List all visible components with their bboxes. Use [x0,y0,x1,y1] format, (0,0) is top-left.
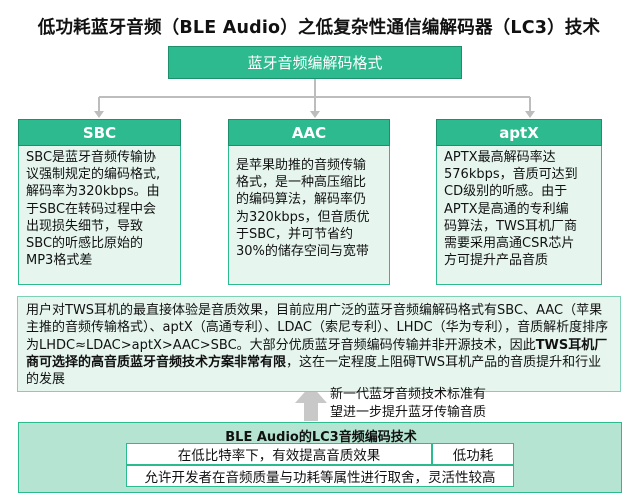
codec-header-aptx: aptX [436,119,602,146]
codec-header-sbc: SBC [18,119,181,146]
connector-arrow-aptx [525,111,535,118]
codec-desc-line: 码算法，TWS耳机厂商 [444,218,578,234]
codec-desc-line: SBC是蓝牙音频传输协 [26,150,157,165]
ble-feature-flexibility: 允许开发者在音频质量与功耗等属性进行取舍，灵活性较高 [126,465,514,487]
codec-desc-line: CD级别的听感。由于 [444,184,568,200]
connector-arrow-aac [310,111,320,118]
codec-desc-line: 为320kbps，但音质优 [236,209,370,225]
codec-desc-line: 解码率为320kbps。由 [26,184,160,200]
arrow-note: 新一代蓝牙音频技术标准有 望进一步提升蓝牙传输音质 [330,386,570,422]
codec-header-aac: AAC [228,119,390,146]
codec-formats-header: 蓝牙音频编解码格式 [168,46,462,79]
codec-desc-line: 方可提升产品音质 [444,253,549,269]
ble-feature-low-power: 低功耗 [432,443,514,465]
connector-arrow-sbc [94,111,104,118]
codec-desc-line: MP3格式差 [26,253,93,269]
summary-box: 用户对TWS耳机的最直接体验是音质效果，目前应用广泛的蓝牙音频编解码格式有SBC… [17,296,621,392]
codec-desc-line: 议强制规定的编码格式, [26,167,161,183]
summary-text: 用户对TWS耳机的最直接体验是音质效果，目前应用广泛的蓝牙音频编解码格式有SBC… [26,303,609,353]
ble-audio-box: BLE Audio的LC3音频编码技术 在低比特率下，有效提高音质效果 低功耗 … [18,422,622,493]
codec-desc-line: 格式，是一种高压缩比 [236,175,367,191]
codec-desc-line: 30%的储存空间与宽带 [236,244,369,260]
codec-desc-line: SBC的听感比原始的 [26,236,144,252]
codec-desc-line: 的编码算法，解码率仍 [236,192,367,208]
ble-feature-quality: 在低比特率下，有效提高音质效果 [126,443,432,465]
summary-text-end: ，这在一定程度上阻碍TWS耳机产品的音质提升和行业的发展 [26,354,602,388]
codec-desc-line: 需要采用高通CSR芯片 [444,236,575,252]
codec-desc-line: APTX最高解码率达 [444,150,556,165]
codec-desc-sbc: SBC是蓝牙音频传输协 议强制规定的编码格式, 解码率为320kbps。由 于S… [18,146,181,285]
page-title: 低功耗蓝牙音频（BLE Audio）之低复杂性通信编解码器（LC3）技术 [37,18,601,38]
codec-desc-line: 576kbps，音质可达到 [444,167,578,183]
codec-desc-line: 于SBC在转码过程中会 [26,201,157,217]
arrow-note-line: 新一代蓝牙音频技术标准有 [330,387,487,402]
codec-desc-aac: 是苹果助推的音频传输 格式，是一种高压缩比 的编码算法，解码率仍 为320kbp… [228,146,390,285]
up-arrow-icon [295,385,327,421]
summary-emphasis: TWS耳机厂商可选择的高音质蓝牙音频技术方案非常有限 [26,337,608,370]
codec-desc-line: 是苹果助推的音频传输 [236,158,367,173]
codec-desc-aptx: APTX最高解码率达 576kbps，音质可达到 CD级别的听感。由于 APTX… [436,146,602,285]
codec-desc-line: 于SBC，并可节省约 [236,226,354,242]
arrow-note-line: 望进一步提升蓝牙传输音质 [330,405,487,420]
ble-audio-title: BLE Audio的LC3音频编码技术 [225,430,417,445]
codec-desc-line: APTX是高通的专利编 [444,201,569,217]
codec-desc-line: 出现损失细节，导致 [26,218,144,234]
